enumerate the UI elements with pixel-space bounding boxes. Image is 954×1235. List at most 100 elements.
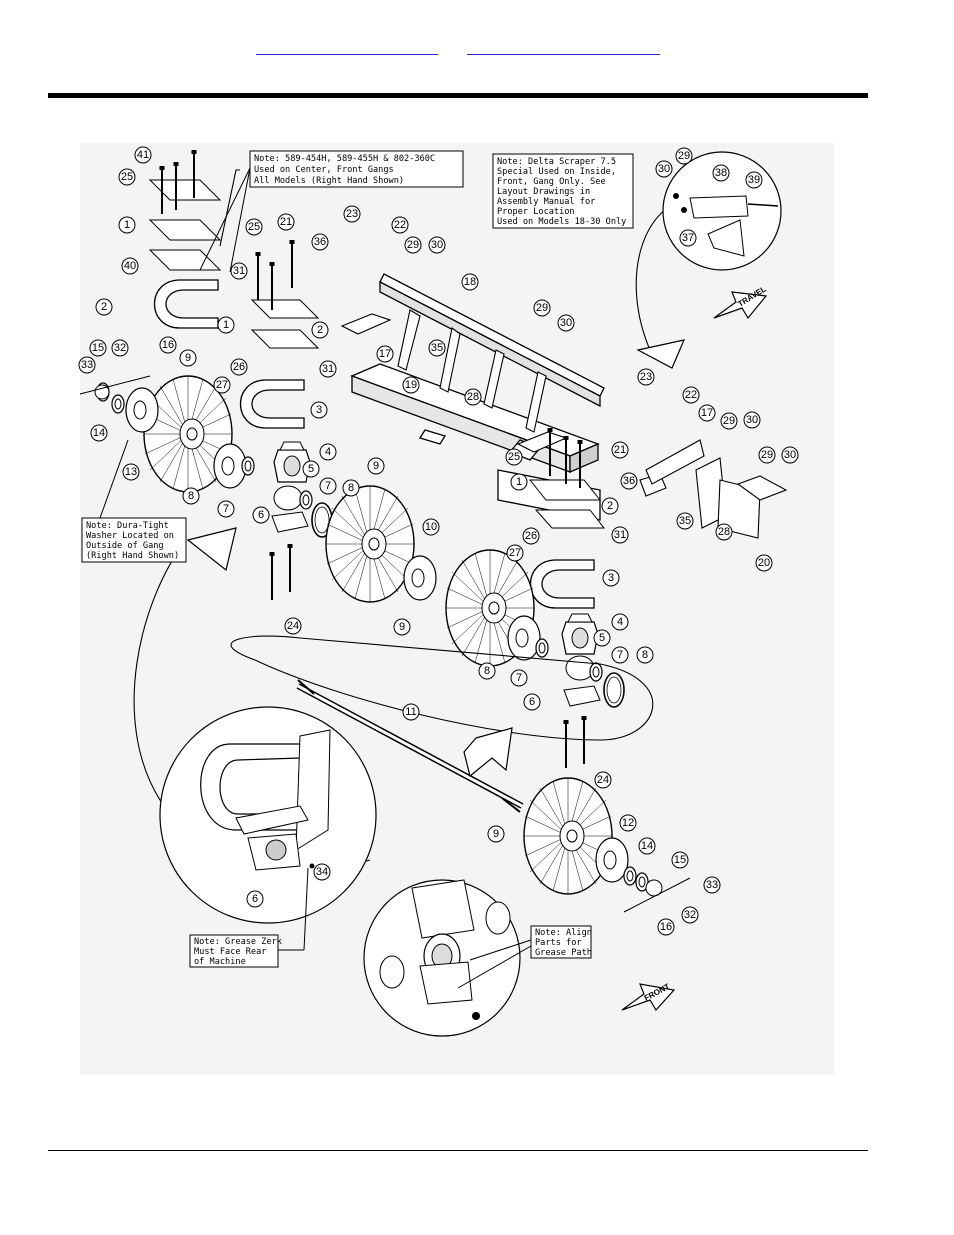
svg-text:18: 18 xyxy=(464,276,476,288)
standard-left-back xyxy=(148,149,222,329)
svg-text:31: 31 xyxy=(614,529,626,541)
callout-30: 30 xyxy=(781,446,799,464)
svg-text:Used on Models 18-30 Only: Used on Models 18-30 Only xyxy=(497,217,626,227)
callout-6: 6 xyxy=(523,693,541,711)
callout-38: 38 xyxy=(712,164,730,182)
svg-text:7: 7 xyxy=(325,480,331,492)
scraper-assembly xyxy=(340,309,788,539)
callout-25: 25 xyxy=(245,218,263,236)
svg-text:9: 9 xyxy=(185,352,191,364)
callout-12: 12 xyxy=(619,814,637,832)
svg-text:25: 25 xyxy=(121,171,133,183)
callout-22: 22 xyxy=(391,216,409,234)
callout-35: 35 xyxy=(676,512,694,530)
callout-8: 8 xyxy=(636,646,654,664)
callout-29: 29 xyxy=(758,446,776,464)
svg-text:5: 5 xyxy=(308,463,314,475)
svg-text:9: 9 xyxy=(493,828,499,840)
svg-text:30: 30 xyxy=(746,414,758,426)
callout-34: 34 xyxy=(313,863,331,881)
callout-15: 15 xyxy=(671,851,689,869)
svg-text:6: 6 xyxy=(252,893,258,905)
callout-25: 25 xyxy=(118,168,136,186)
callout-6: 6 xyxy=(252,506,270,524)
svg-text:2: 2 xyxy=(101,301,107,313)
callout-30: 30 xyxy=(428,236,446,254)
nav-link-2[interactable] xyxy=(467,40,660,55)
svg-text:29: 29 xyxy=(761,449,773,461)
svg-text:30: 30 xyxy=(784,449,796,461)
svg-text:10: 10 xyxy=(425,521,437,533)
callout-35: 35 xyxy=(428,339,446,357)
svg-text:40: 40 xyxy=(124,260,136,272)
callout-32: 32 xyxy=(111,339,129,357)
svg-text:Washer Located on: Washer Located on xyxy=(86,531,174,541)
svg-text:28: 28 xyxy=(467,391,479,403)
svg-text:23: 23 xyxy=(640,371,652,383)
svg-text:4: 4 xyxy=(325,446,331,458)
svg-text:41: 41 xyxy=(137,149,149,161)
svg-text:15: 15 xyxy=(92,342,104,354)
callout-25: 25 xyxy=(505,448,523,466)
callout-9: 9 xyxy=(393,618,411,636)
svg-text:Must Face Rear: Must Face Rear xyxy=(194,947,266,957)
nav-link-1[interactable] xyxy=(256,40,438,55)
standard-left-mid xyxy=(239,239,320,429)
gang-axle xyxy=(296,679,524,813)
callout-39: 39 xyxy=(745,171,763,189)
svg-text:3: 3 xyxy=(316,404,322,416)
svg-text:4: 4 xyxy=(617,616,623,628)
svg-text:Special Used on Inside,: Special Used on Inside, xyxy=(497,167,616,177)
svg-text:34: 34 xyxy=(316,866,328,878)
standard-right-mid xyxy=(528,427,606,609)
svg-text:36: 36 xyxy=(623,475,635,487)
svg-text:6: 6 xyxy=(258,509,264,521)
callout-36: 36 xyxy=(620,472,638,490)
note-center-front-gangs: Note: 589-454H, 589-455H & 802-360C Used… xyxy=(199,150,464,273)
callout-7: 7 xyxy=(319,477,337,495)
svg-text:24: 24 xyxy=(287,620,299,632)
svg-text:Front, Gang Only. See: Front, Gang Only. See xyxy=(497,177,606,187)
svg-text:16: 16 xyxy=(162,339,174,351)
callout-3: 3 xyxy=(602,569,620,587)
svg-text:29: 29 xyxy=(678,150,690,162)
svg-text:1: 1 xyxy=(223,319,229,331)
note-align-parts: Note: Align Parts for Grease Path xyxy=(457,925,592,989)
callout-30: 30 xyxy=(743,411,761,429)
detail-standard-circle xyxy=(159,706,377,924)
svg-text:31: 31 xyxy=(233,265,245,277)
svg-text:33: 33 xyxy=(81,359,93,371)
callout-29: 29 xyxy=(720,412,738,430)
callout-7: 7 xyxy=(510,669,528,687)
gang-left-parts xyxy=(79,375,333,601)
callout-23: 23 xyxy=(637,368,655,386)
callout-20: 20 xyxy=(755,554,773,572)
svg-text:Used on Center, Front Gangs: Used on Center, Front Gangs xyxy=(254,165,394,175)
callout-28: 28 xyxy=(464,388,482,406)
callout-21: 21 xyxy=(277,213,295,231)
svg-text:35: 35 xyxy=(679,515,691,527)
svg-text:Layout Drawings in: Layout Drawings in xyxy=(497,187,590,197)
callout-2: 2 xyxy=(95,298,113,316)
svg-text:30: 30 xyxy=(560,317,572,329)
callout-15: 15 xyxy=(89,339,107,357)
callout-14: 14 xyxy=(90,424,108,442)
svg-text:14: 14 xyxy=(93,427,105,439)
callout-33: 33 xyxy=(78,356,96,374)
svg-text:8: 8 xyxy=(348,482,354,494)
svg-text:14: 14 xyxy=(641,840,653,852)
callout-8: 8 xyxy=(478,662,496,680)
svg-text:7: 7 xyxy=(223,503,229,515)
callout-10: 10 xyxy=(422,518,440,536)
callout-36: 36 xyxy=(311,233,329,251)
svg-text:1: 1 xyxy=(124,219,130,231)
svg-text:Proper Location: Proper Location xyxy=(497,207,575,217)
callout-13: 13 xyxy=(122,463,140,481)
callout-4: 4 xyxy=(611,613,629,631)
svg-text:17: 17 xyxy=(701,407,713,419)
callout-18: 18 xyxy=(461,273,479,291)
note-delta-scraper: Note: Delta Scraper 7.5 Special Used on … xyxy=(492,153,634,229)
svg-text:8: 8 xyxy=(188,490,194,502)
svg-text:8: 8 xyxy=(642,649,648,661)
